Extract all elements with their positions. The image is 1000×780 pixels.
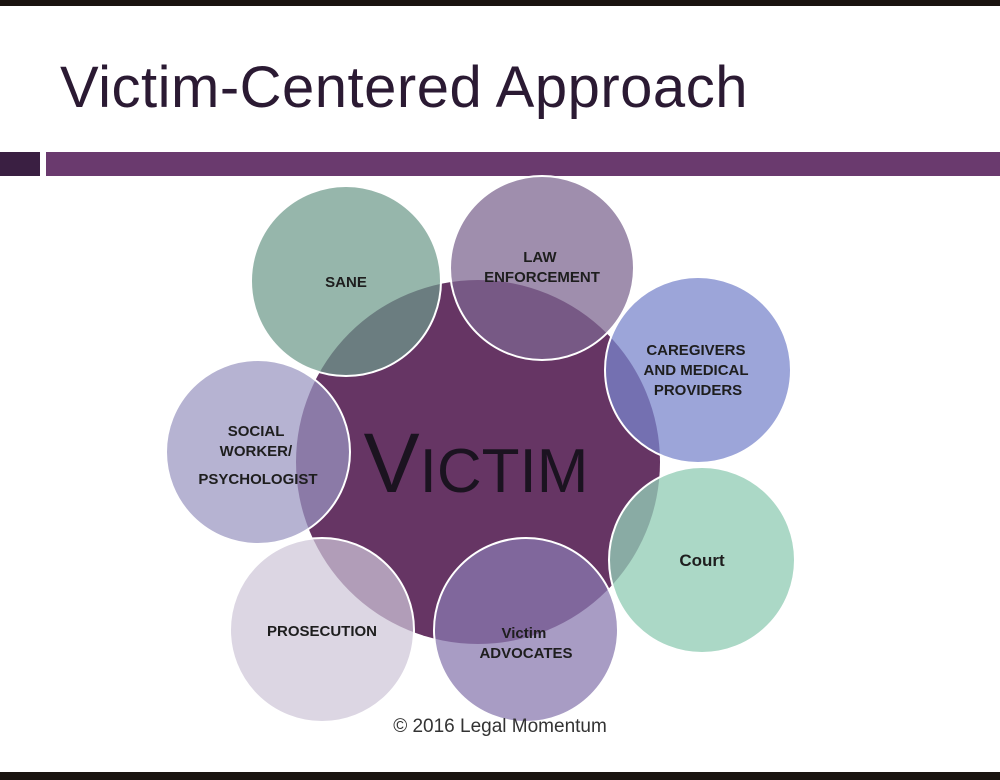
node-label-court: Court: [679, 551, 725, 570]
copyright-notice: © 2016 Legal Momentum: [393, 716, 607, 737]
node-circle-victim-advocates: [433, 537, 619, 723]
center-label: VICTIM: [364, 416, 589, 510]
node-label-victim-advocates: Victim Advocates: [479, 625, 572, 662]
node-label-social-worker: Social Worker/ Psychologist: [198, 423, 317, 488]
node-circle-caregivers: [604, 276, 792, 464]
slide-title: Victim-Centered Approach: [60, 55, 748, 120]
title-divider-bar: [46, 152, 1000, 176]
title-accent-block: [0, 152, 40, 176]
node-circle-court: [608, 466, 796, 654]
node-circle-social-worker: [165, 359, 351, 545]
node-label-caregivers: Caregivers and Medical Providers: [644, 342, 753, 399]
node-label-sane: SANE: [325, 274, 367, 291]
node-label-prosecution: Prosecution: [267, 623, 377, 640]
node-circle-sane: [250, 185, 442, 377]
node-circle-law-enforcement: [449, 175, 635, 361]
node-circle-prosecution: [229, 537, 415, 723]
node-label-law-enforcement: Law Enforcement: [484, 249, 600, 286]
